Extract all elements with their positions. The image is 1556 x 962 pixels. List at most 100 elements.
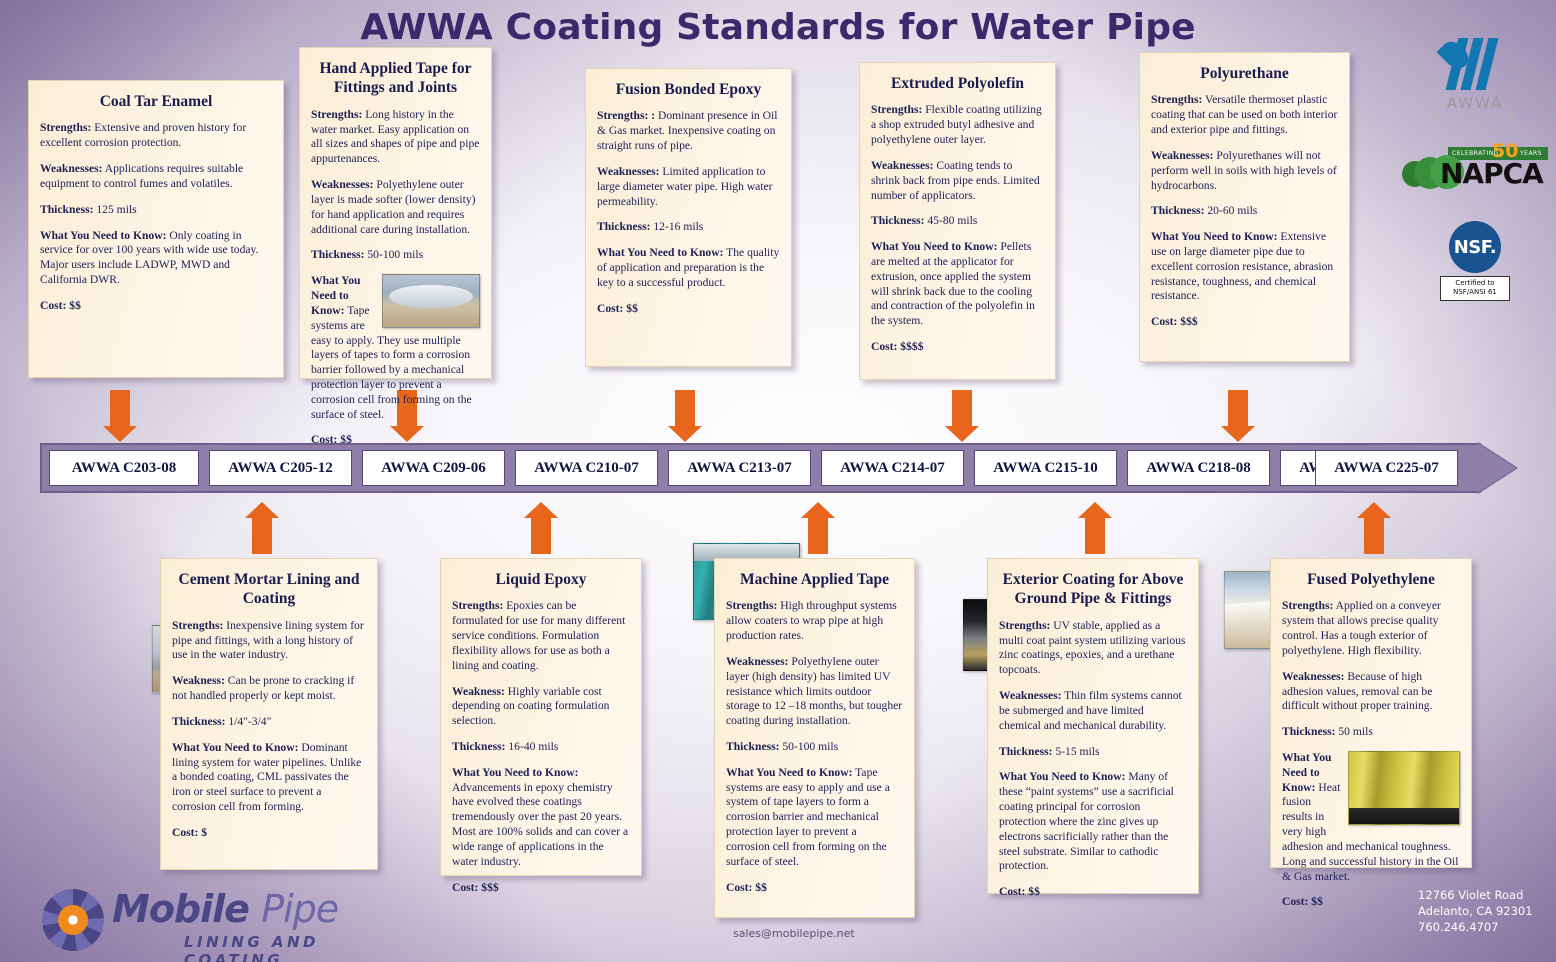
arrow-up-liquid-epoxy (524, 502, 558, 554)
card-fused-polyethylene: Fused Polyethylene Strengths: Applied on… (1270, 558, 1472, 908)
arrow-down-coal-tar (103, 390, 137, 442)
napca-circle-icon (1430, 155, 1464, 189)
mobile-pipe-logo: Mobile Pipe LINING AND COATING (38, 885, 368, 962)
card-thickness: Thickness: 16-40 mils (452, 740, 559, 753)
card-weaknesses: Weaknesses: Coating tends to shrink back… (871, 158, 1040, 202)
card-weaknesses: Weaknesses: Polyethylene outer layer is … (311, 178, 476, 236)
card-coal-tar-enamel: Coal Tar Enamel Strengths: Extensive and… (28, 80, 286, 693)
nsf-logo: NSF. Certified to NSF/ANSI 61 (1400, 221, 1550, 301)
card-weaknesses: Weaknesses: Applications requires suitab… (40, 162, 244, 190)
standard-chip-6[interactable]: AWWA C215-10 (974, 450, 1117, 486)
card-strengths: Strengths: Applied on a conveyer system … (1282, 599, 1441, 657)
card-heading: Hand Applied Tape for Fittings and Joint… (319, 60, 472, 97)
arrow-up-exterior-coating (1078, 502, 1112, 554)
standard-chip-9[interactable]: AWWA C225-07 (1315, 450, 1458, 486)
card-cost: Cost: $$ (40, 298, 81, 312)
card-extruded-polyolefin: Extruded Polyolefin Strengths: Flexible … (859, 62, 1062, 671)
arrow-down-polyolefin (945, 390, 979, 442)
card-strengths: Strengths: Long history in the water mar… (311, 107, 480, 166)
standard-chip-4[interactable]: AWWA C213-07 (668, 450, 811, 486)
standard-chip-1[interactable]: AWWA C205-12 (209, 450, 352, 486)
card-what-you-need-to-know: What You Need to Know: Tape systems are … (726, 765, 890, 868)
card-weaknesses: Weaknesses: Polyurethanes will not perfo… (1151, 148, 1337, 192)
card-cost: Cost: $ (172, 825, 208, 839)
napca-years-text: YEARS (1520, 150, 1543, 157)
awwa-logo-text: AWWA (1446, 94, 1504, 112)
card-strengths: Strengths: High throughput systems allow… (726, 599, 897, 643)
standards-bar: AWWA C203-08 AWWA C205-12 AWWA C209-06 A… (40, 442, 1518, 494)
address-line-2: Adelanto, CA 92301 (1418, 903, 1533, 918)
pipe-photo (1348, 751, 1460, 825)
bar-arrow-tip (1478, 443, 1516, 493)
nsf-cert-line1: Certified to (1455, 279, 1495, 287)
contact-phone: 760.246.4707 (1418, 919, 1499, 934)
card-cost: Cost: $$$$ (871, 340, 924, 354)
pipe-photo (382, 274, 480, 329)
awwa-logo-icon (1400, 36, 1550, 92)
page-title: AWWA Coating Standards for Water Pipe (360, 7, 1196, 48)
arrow-down-fbe (668, 390, 702, 442)
card-polyurethane: Polyurethane Strengths: Versatile thermo… (1139, 52, 1356, 650)
card-thickness: Thickness: 12-16 mils (597, 220, 704, 234)
card-weaknesses: Weaknesses: Polyethylene outer layer (hi… (726, 654, 903, 728)
certification-logos: AWWA M E M B E R CELEBRATING YEARS 50 NA… (1400, 36, 1550, 301)
card-strengths: Strengths: : Dominant presence in Oil & … (597, 109, 778, 153)
card-heading: Exterior Coating for Above Ground Pipe &… (1002, 571, 1184, 608)
contact-email[interactable]: sales@mobilepipe.net (733, 927, 855, 940)
card-what-you-need-to-know: What You Need to Know: Tape systems are … (311, 274, 480, 422)
standard-chip-2[interactable]: AWWA C209-06 (362, 450, 505, 486)
card-heading: Fused Polyethylene (1307, 571, 1435, 588)
card-heading: Liquid Epoxy (495, 571, 587, 588)
standard-chip-3[interactable]: AWWA C210-07 (515, 450, 658, 486)
card-cost: Cost: $$ (999, 885, 1040, 899)
card-what-you-need-to-know: What You Need to Know: Pellets are melte… (871, 240, 1035, 328)
card-hand-applied-tape: Hand Applied Tape for Fittings and Joint… (299, 47, 492, 446)
card-exterior-coating-above-ground: Exterior Coating for Above Ground Pipe &… (987, 558, 1199, 898)
card-heading: Cement Mortar Lining and Coating (178, 571, 360, 608)
card-thickness: Thickness: 50 mils (1282, 725, 1373, 739)
address-line-1: 12766 Violet Road (1418, 888, 1524, 902)
card-weaknesses: Weaknesses: Thin film systems cannot be … (999, 689, 1182, 732)
card-weaknesses: Weakness: Can be prone to cracking if no… (172, 674, 355, 703)
nsf-cert-line2: NSF/ANSI 61 (1453, 288, 1497, 297)
card-thickness: Thickness: 50-100 mils (726, 740, 839, 753)
standard-chip-0[interactable]: AWWA C203-08 (49, 450, 199, 486)
company-tagline: LINING AND COATING (184, 933, 319, 962)
arrow-up-fused-polyethylene (1357, 502, 1391, 554)
standard-chip-5[interactable]: AWWA C214-07 (821, 450, 964, 486)
card-what-you-need-to-know: What You Need to Know: Dominant lining s… (172, 740, 362, 814)
card-weaknesses: Weaknesses: Limited application to large… (597, 164, 773, 208)
card-cost: Cost: $$$ (1151, 315, 1198, 329)
card-thickness: Thickness: 125 mils (40, 202, 137, 216)
arrow-up-cement-mortar (245, 502, 279, 554)
gear-icon (42, 889, 104, 951)
arrow-up-machine-tape (801, 502, 835, 554)
card-heading: Polyurethane (1200, 65, 1289, 82)
card-heading: Machine Applied Tape (739, 571, 889, 588)
napca-50-text: 50 (1492, 140, 1519, 162)
card-what-you-need-to-know: What You Need to Know: The quality of ap… (597, 246, 780, 289)
card-what-you-need-to-know: What You Need to Know: Many of these “pa… (999, 770, 1174, 873)
card-cost: Cost: $$$ (452, 880, 499, 894)
arrow-down-polyurethane (1221, 390, 1255, 442)
napca-banner: CELEBRATING YEARS (1448, 147, 1548, 160)
card-strengths: Strengths: Flexible coating utilizing a … (871, 103, 1042, 147)
standard-chip-7[interactable]: AWWA C218-08 (1127, 450, 1270, 486)
napca-celebrating-text: CELEBRATING (1452, 150, 1499, 157)
card-what-you-need-to-know: What You Need to Know: Advancements in e… (452, 765, 629, 868)
nsf-logo-text: NSF. (1453, 236, 1497, 258)
card-strengths: Strengths: Extensive and proven history … (40, 121, 247, 150)
card-thickness: Thickness: 5-15 mils (999, 744, 1100, 758)
nsf-certification-box: Certified to NSF/ANSI 61 (1440, 276, 1510, 301)
company-name: Mobile Pipe (112, 887, 339, 931)
card-machine-applied-tape: Machine Applied Tape Strengths: High thr… (714, 558, 915, 918)
card-cost: Cost: $$ (726, 880, 767, 894)
card-heading: Coal Tar Enamel (99, 93, 213, 110)
awwa-member-text: M E M B E R (1431, 113, 1519, 123)
napca-logo: CELEBRATING YEARS 50 NAPCA (1400, 140, 1550, 197)
card-thickness: Thickness: 45-80 mils (871, 214, 978, 228)
card-weaknesses: Weaknesses: Because of high adhesion val… (1282, 669, 1433, 713)
card-strengths: Strengths: Versatile thermoset plastic c… (1151, 93, 1338, 137)
card-cement-mortar-lining: Cement Mortar Lining and Coating Strengt… (160, 558, 378, 870)
card-thickness: Thickness: 1/4"-3/4" (172, 714, 272, 728)
